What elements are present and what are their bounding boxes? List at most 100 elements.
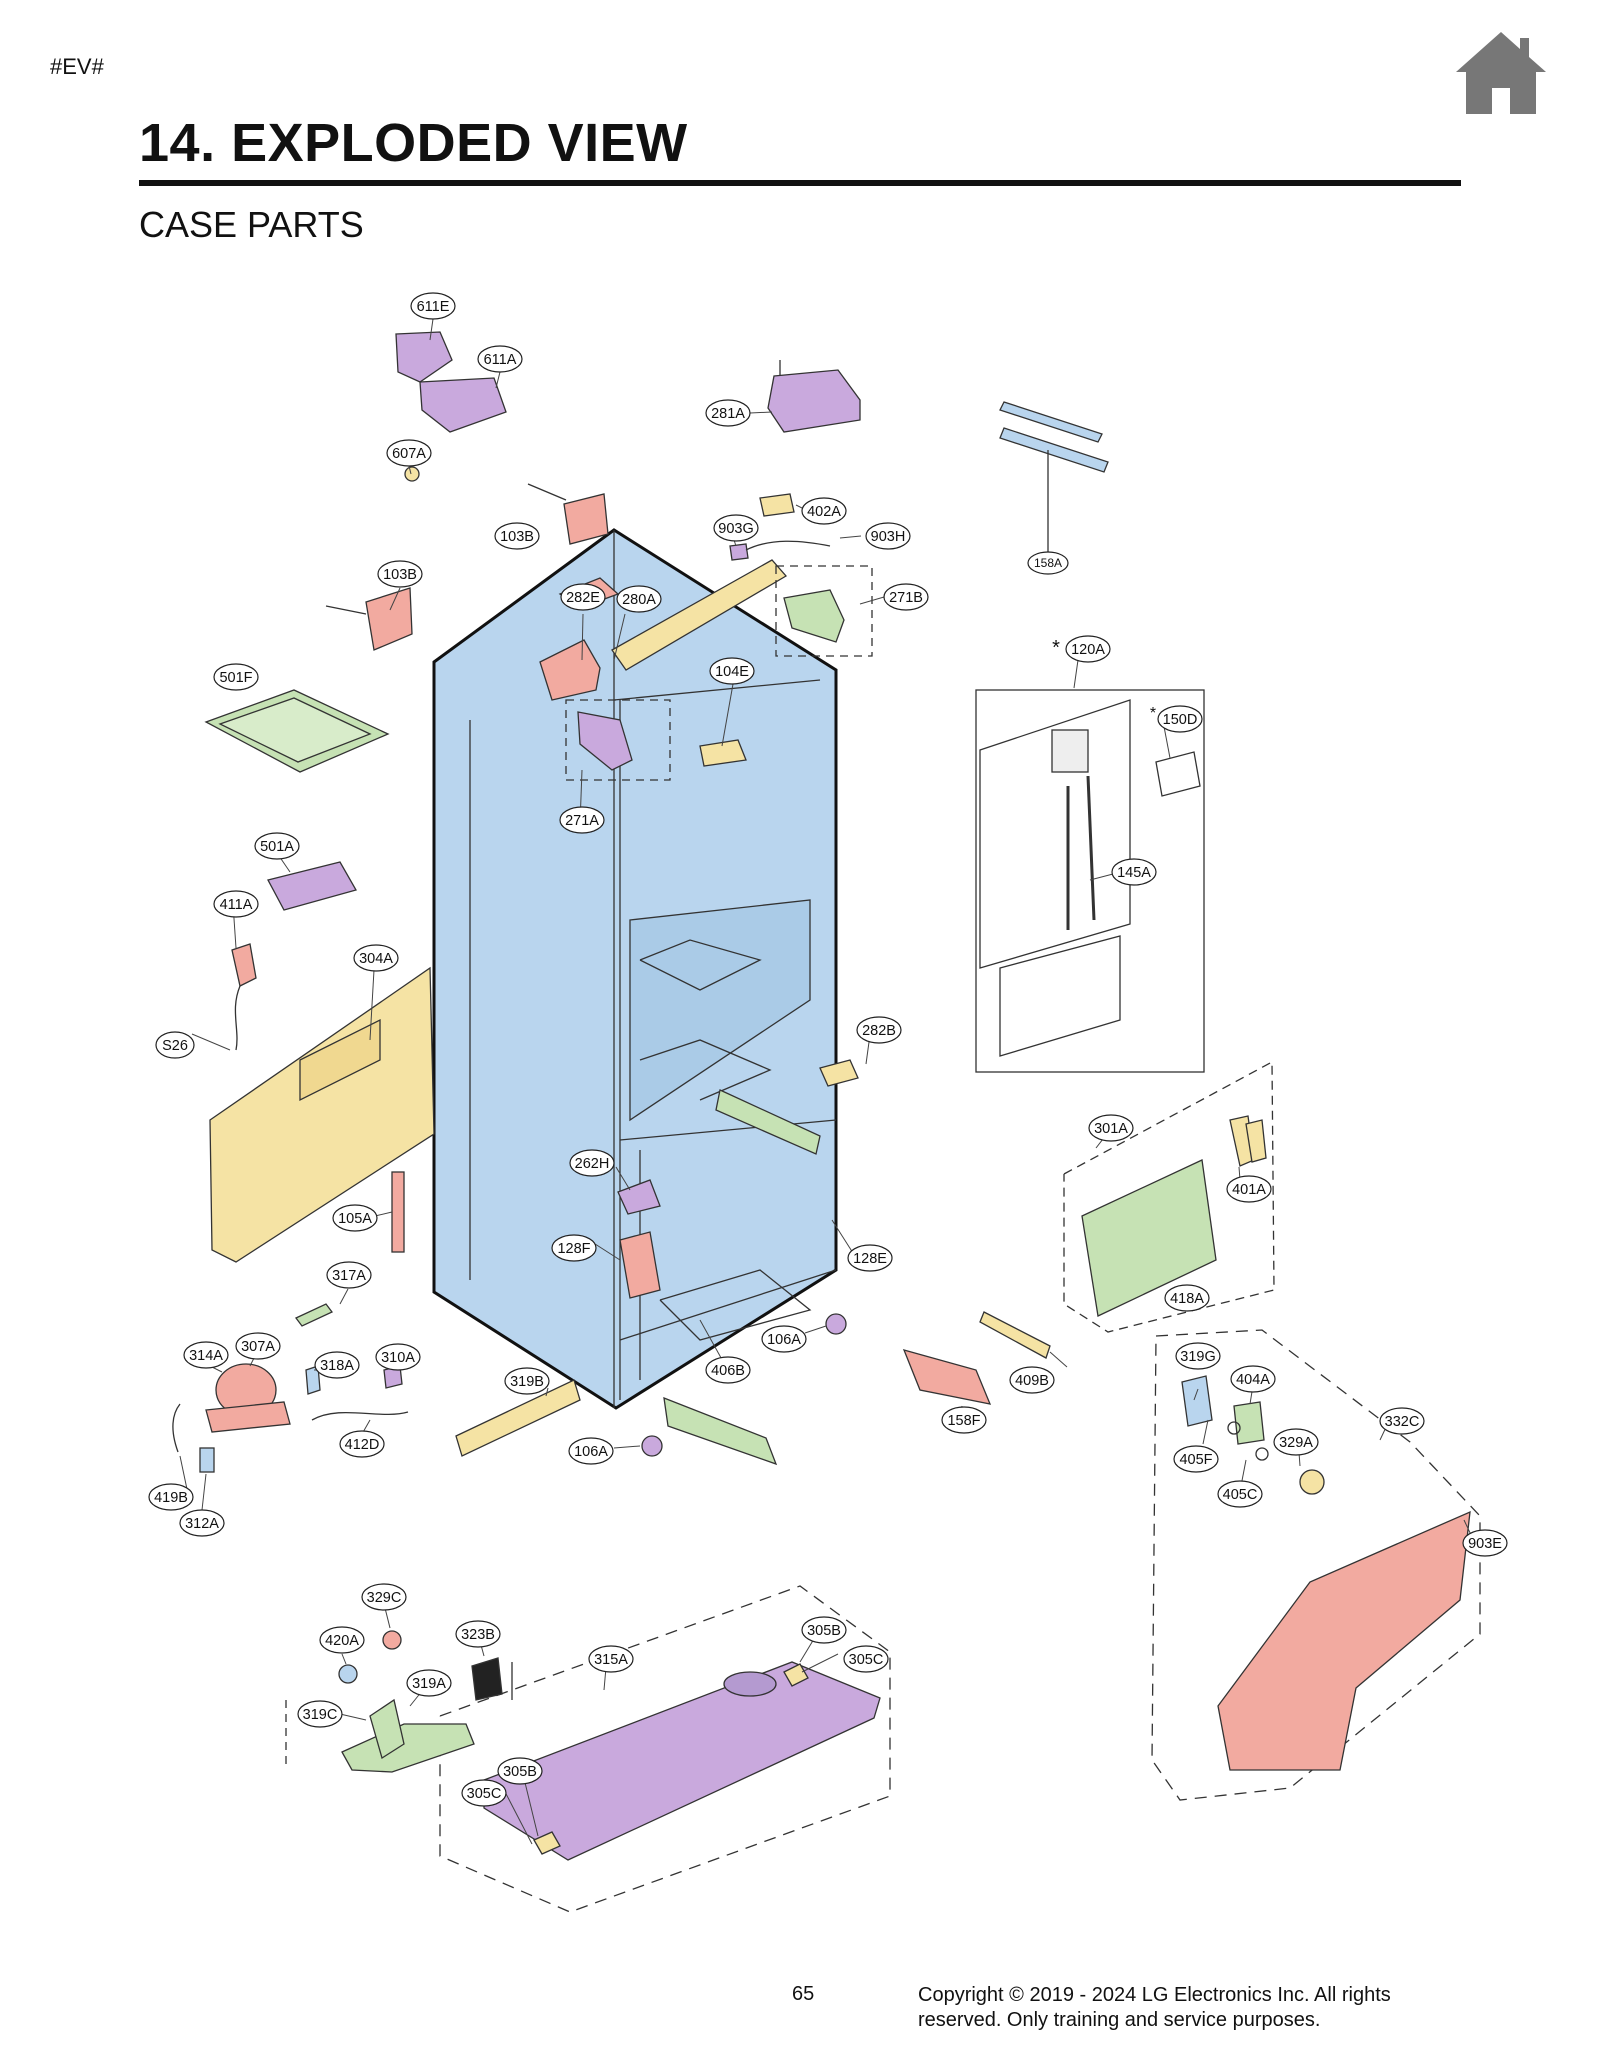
callout-314A: 314A bbox=[183, 1341, 229, 1369]
svg-text:329A: 329A bbox=[1279, 1435, 1313, 1451]
callout-406B: 406B bbox=[705, 1356, 751, 1384]
callout-319B: 319B bbox=[504, 1367, 550, 1395]
svg-text:420A: 420A bbox=[325, 1633, 359, 1649]
callout-323B: 323B bbox=[455, 1620, 501, 1648]
svg-text:106A: 106A bbox=[767, 1332, 801, 1348]
leader-lines bbox=[179, 318, 1473, 1845]
svg-text:501A: 501A bbox=[260, 839, 294, 855]
svg-text:402A: 402A bbox=[807, 504, 841, 520]
callout-103B-top: 103B bbox=[494, 522, 540, 550]
callout-281A: 281A bbox=[705, 399, 751, 427]
svg-text:319G: 319G bbox=[1180, 1349, 1215, 1365]
svg-text:405C: 405C bbox=[1223, 1487, 1258, 1503]
callout-903G: 903G bbox=[713, 514, 759, 542]
callout-271B: 271B bbox=[883, 583, 929, 611]
svg-text:314A: 314A bbox=[189, 1348, 223, 1364]
svg-text:128E: 128E bbox=[853, 1251, 887, 1267]
callout-305B-bottom: 305B bbox=[497, 1757, 543, 1785]
svg-text:307A: 307A bbox=[241, 1339, 275, 1355]
svg-text:128F: 128F bbox=[557, 1241, 590, 1257]
svg-text:401A: 401A bbox=[1232, 1182, 1266, 1198]
copyright-line-2: reserved. Only training and service purp… bbox=[918, 2009, 1321, 2031]
callout-607A: 607A bbox=[386, 439, 432, 467]
callout-128F: 128F bbox=[551, 1234, 597, 1262]
copyright-notice: Copyright © 2019 - 2024 LG Electronics I… bbox=[918, 1983, 1438, 2033]
callout-105A: 105A bbox=[332, 1204, 378, 1232]
callout-305C-top: 305C bbox=[843, 1645, 889, 1673]
svg-text:105A: 105A bbox=[338, 1211, 372, 1227]
home-icon[interactable] bbox=[1454, 30, 1548, 116]
svg-text:418A: 418A bbox=[1170, 1291, 1204, 1307]
left-parts bbox=[204, 689, 390, 1051]
svg-text:120A: 120A bbox=[1071, 642, 1105, 658]
callout-S26: S26 bbox=[155, 1031, 195, 1059]
svg-text:S26: S26 bbox=[162, 1038, 188, 1054]
svg-text:150D: 150D bbox=[1163, 712, 1198, 728]
callout-106A-left: 106A bbox=[568, 1437, 614, 1465]
drain-assembly bbox=[285, 1630, 513, 1773]
callout-280A: 280A bbox=[616, 585, 662, 613]
svg-text:411A: 411A bbox=[220, 897, 253, 913]
callout-418A: 418A bbox=[1164, 1284, 1210, 1312]
svg-text:271A: 271A bbox=[565, 813, 599, 829]
svg-text:282B: 282B bbox=[862, 1023, 896, 1039]
callout-412D: 412D bbox=[339, 1430, 385, 1458]
evaporator-cover bbox=[975, 689, 1205, 1073]
callout-312A: 312A bbox=[179, 1509, 225, 1537]
svg-text:611E: 611E bbox=[417, 299, 450, 315]
svg-text:304A: 304A bbox=[359, 951, 393, 967]
callout-405F: 405F bbox=[1173, 1445, 1219, 1473]
svg-text:404A: 404A bbox=[1236, 1372, 1270, 1388]
callout-317A: 317A bbox=[326, 1261, 372, 1289]
svg-text:312A: 312A bbox=[185, 1516, 219, 1532]
callout-120A: 120A* bbox=[1052, 635, 1111, 663]
svg-text:*: * bbox=[1150, 705, 1156, 722]
svg-text:405F: 405F bbox=[1179, 1452, 1212, 1468]
callout-128E: 128E bbox=[847, 1244, 893, 1272]
callout-103B-left: 103B bbox=[377, 560, 423, 588]
svg-text:305B: 305B bbox=[807, 1623, 841, 1639]
callout-315A: 315A bbox=[588, 1645, 634, 1673]
callout-329C: 329C bbox=[361, 1583, 407, 1611]
svg-text:412D: 412D bbox=[345, 1437, 380, 1453]
machine-compartment-parts bbox=[172, 1059, 1051, 1473]
svg-text:103B: 103B bbox=[383, 567, 417, 583]
callout-319C: 319C bbox=[297, 1700, 343, 1728]
section-subtitle: CASE PARTS bbox=[139, 204, 364, 245]
callout-282B: 282B bbox=[856, 1016, 902, 1044]
callout-332C: 332C bbox=[1379, 1407, 1425, 1435]
svg-text:329C: 329C bbox=[367, 1590, 402, 1606]
callout-501A: 501A bbox=[254, 832, 300, 860]
svg-text:323B: 323B bbox=[461, 1627, 495, 1643]
callout-611A: 611A bbox=[477, 345, 523, 373]
callout-310A: 310A bbox=[375, 1343, 421, 1371]
svg-text:305C: 305C bbox=[849, 1652, 884, 1668]
svg-text:282E: 282E bbox=[566, 590, 600, 606]
page-tag: #EV# bbox=[50, 54, 104, 79]
callout-420A: 420A bbox=[319, 1626, 365, 1654]
callout-319A: 319A bbox=[406, 1669, 452, 1697]
callout-409B: 409B bbox=[1009, 1366, 1055, 1394]
svg-text:317A: 317A bbox=[332, 1268, 366, 1284]
svg-text:332C: 332C bbox=[1385, 1414, 1420, 1430]
svg-text:419B: 419B bbox=[154, 1490, 188, 1506]
callout-305C-bottom: 305C bbox=[461, 1779, 507, 1807]
callout-305B-top: 305B bbox=[801, 1616, 847, 1644]
svg-text:310A: 310A bbox=[381, 1350, 415, 1366]
callout-104E: 104E bbox=[709, 657, 755, 685]
page-title: 14. EXPLODED VIEW bbox=[139, 113, 688, 173]
callout-158F: 158F bbox=[941, 1406, 987, 1434]
base-plate-assembly bbox=[439, 1585, 891, 1913]
svg-text:318A: 318A bbox=[320, 1358, 354, 1374]
callout-106A-right: 106A bbox=[761, 1325, 807, 1353]
callout-329A: 329A bbox=[1273, 1428, 1319, 1456]
svg-text:315A: 315A bbox=[594, 1652, 628, 1668]
svg-text:145A: 145A bbox=[1117, 865, 1151, 881]
svg-text:301A: 301A bbox=[1094, 1121, 1128, 1137]
svg-text:501F: 501F bbox=[219, 670, 252, 686]
callout-158A: 158A bbox=[1027, 551, 1069, 575]
svg-text:406B: 406B bbox=[711, 1363, 745, 1379]
callout-611E: 611E bbox=[410, 292, 456, 320]
svg-text:319C: 319C bbox=[303, 1707, 338, 1723]
svg-text:271B: 271B bbox=[889, 590, 923, 606]
